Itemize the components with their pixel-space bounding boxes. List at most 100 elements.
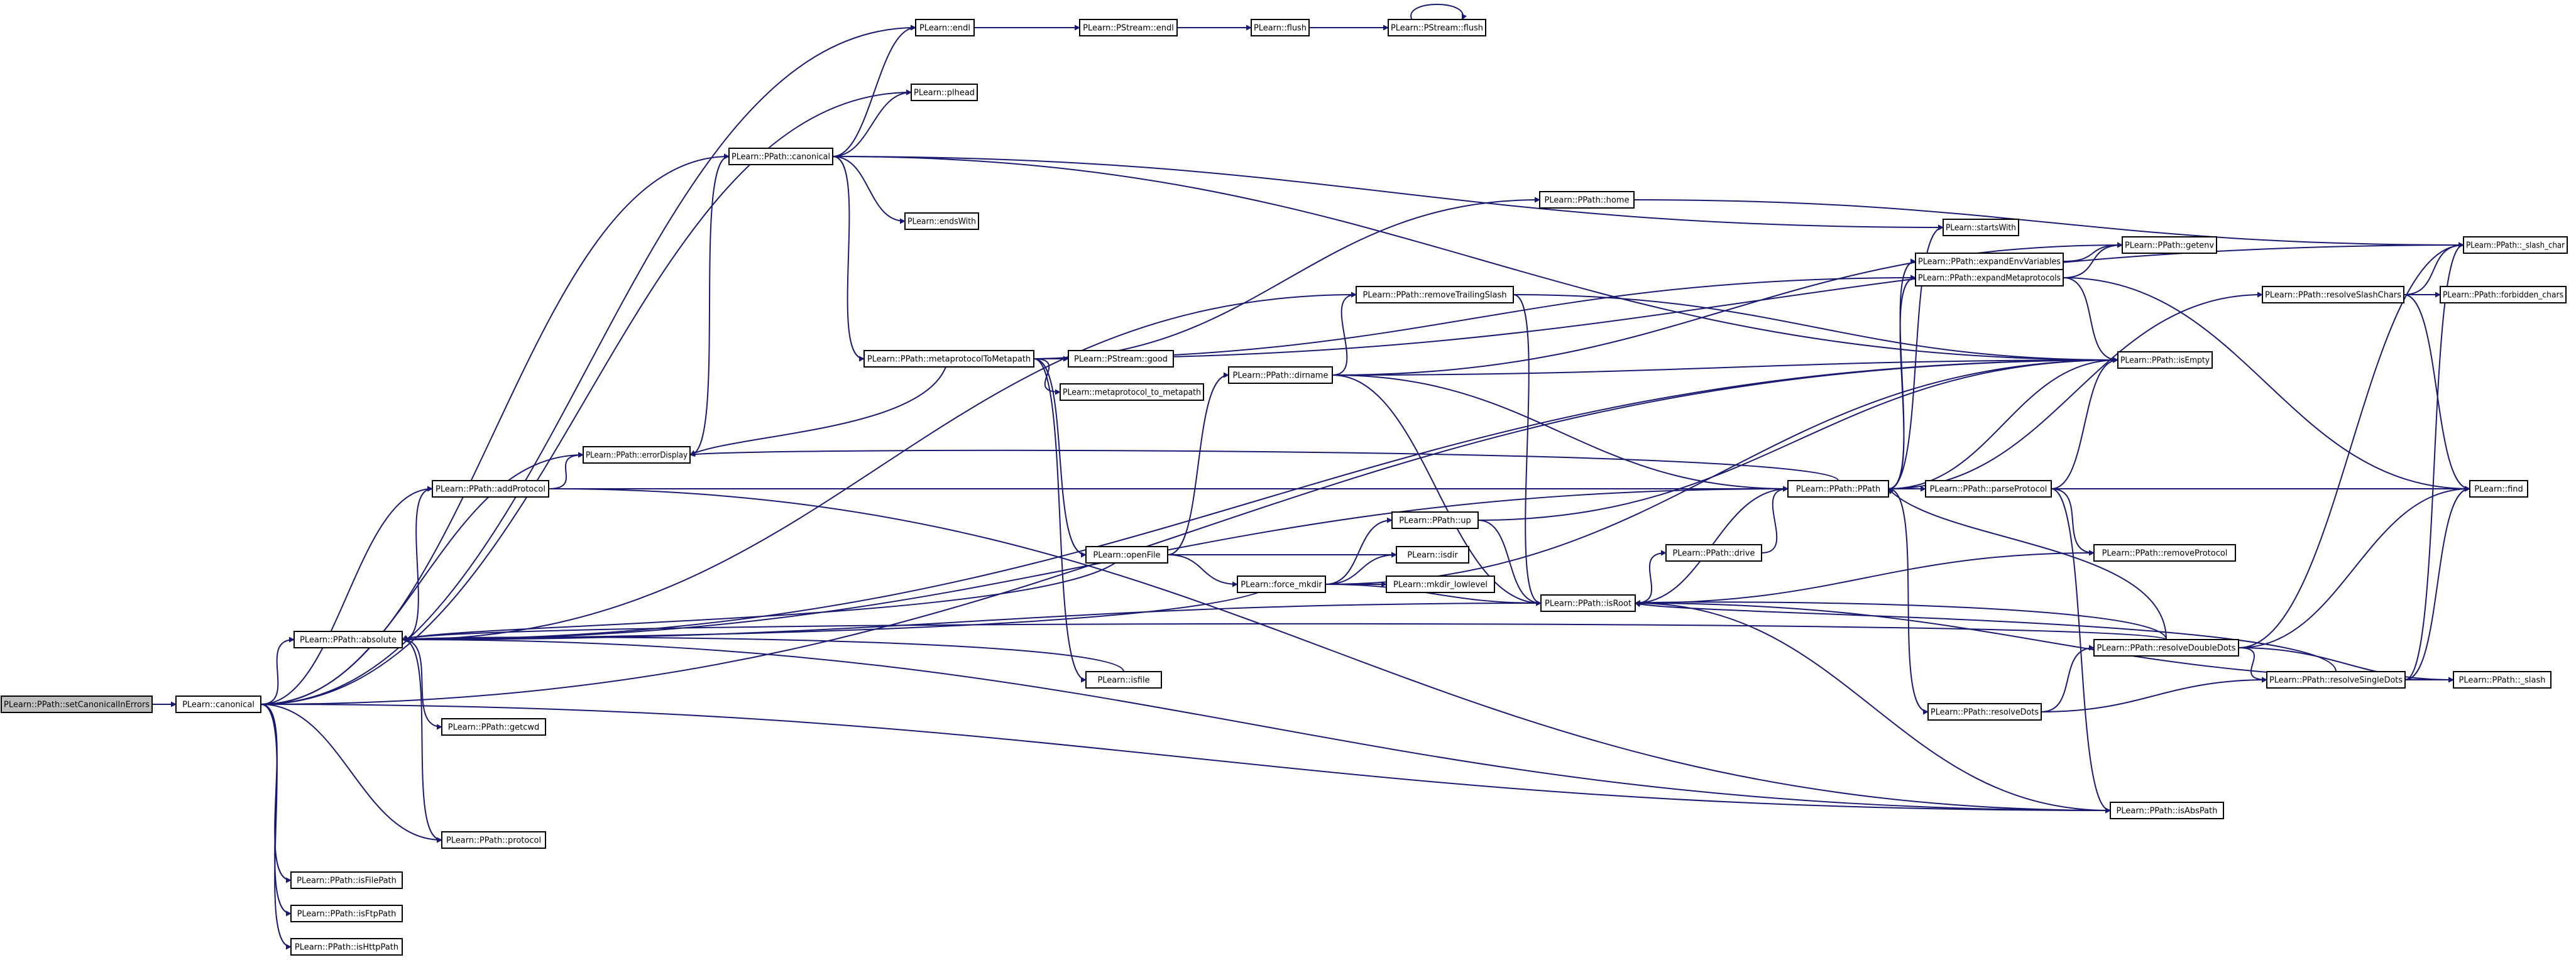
function-node-pstream-endl[interactable]: PLearn::PStream::endl — [1079, 19, 1178, 36]
function-node-endsWith[interactable]: PLearn::endsWith — [904, 212, 979, 230]
function-node-box — [728, 148, 833, 165]
function-node-box — [1079, 19, 1178, 36]
function-node-box — [1068, 350, 1174, 368]
call-edge-canonical-to-protocol — [260, 704, 442, 843]
function-node-removeTrailingSlash[interactable]: PLearn::PPath::removeTrailingSlash — [1356, 286, 1514, 303]
function-node-box — [2122, 236, 2217, 254]
function-node-box — [2440, 286, 2567, 303]
function-node-mkdir-lowlevel[interactable]: PLearn::mkdir_lowlevel — [1386, 575, 1495, 593]
function-node-protocol[interactable]: PLearn::PPath::protocol — [441, 831, 546, 849]
call-edge-expandMetaprotocols-to-isEmpty — [2063, 277, 2118, 363]
function-node-label: PLearn::PPath::isEmpty — [2120, 356, 2210, 366]
function-node-box — [1388, 19, 1486, 36]
function-node-expandEnvVariables[interactable]: PLearn::PPath::expandEnvVariables — [1915, 253, 2064, 270]
function-node-openFile[interactable]: PLearn::openFile — [1085, 546, 1168, 564]
function-node-box — [863, 350, 1034, 368]
call-edge-ppath_canonical-to-plhead — [832, 89, 912, 157]
call-edge-resolveDots-to-resolveSingleDots — [2041, 677, 2267, 712]
function-node-label: PLearn::openFile — [1093, 551, 1160, 560]
function-node-setCanonicalInErrors[interactable]: PLearn::PPath::setCanonicalInErrors — [1, 695, 153, 713]
call-edge-force_mkdir-to-isEmpty — [1325, 357, 2118, 585]
function-node-resolveSlashChars[interactable]: PLearn::PPath::resolveSlashChars — [2262, 286, 2404, 303]
function-node-label: PLearn::PPath::isFtpPath — [297, 910, 397, 919]
function-node-home[interactable]: PLearn::PPath::home — [1539, 191, 1635, 209]
function-node-label: PLearn::startsWith — [1946, 224, 2016, 233]
function-node-isEmpty[interactable]: PLearn::PPath::isEmpty — [2117, 351, 2213, 369]
call-edge-isRoot-to-removeProtocol — [1635, 550, 2095, 604]
call-edge-metaprotocolToMetapath-to-isfile — [1033, 358, 1087, 683]
function-node-isAbsPath[interactable]: PLearn::PPath::isAbsPath — [2110, 802, 2224, 819]
call-edge-removeTrailingSlash-to-isRoot — [1513, 294, 1542, 606]
function-node-endl[interactable]: PLearn::endl — [915, 19, 975, 36]
function-node-label: PLearn::PPath::metaprotocolToMetapath — [867, 355, 1031, 364]
function-node-metaprotocolToMetapath[interactable]: PLearn::PPath::metaprotocolToMetapath — [863, 350, 1034, 368]
function-node-pstream-good[interactable]: PLearn::PStream::good — [1068, 350, 1174, 368]
function-node-box — [1925, 480, 2052, 498]
function-node-isFtpPath[interactable]: PLearn::PPath::isFtpPath — [290, 905, 403, 922]
function-node-isFilePath[interactable]: PLearn::PPath::isFilePath — [290, 871, 403, 889]
call-edge-expandMetaprotocols-to-getenv — [2063, 242, 2123, 278]
function-node-box — [1060, 383, 1204, 401]
function-node-getcwd[interactable]: PLearn::PPath::getcwd — [441, 718, 546, 736]
function-node-addProtocol[interactable]: PLearn::PPath::addProtocol — [432, 480, 549, 498]
function-node-dirname[interactable]: PLearn::PPath::dirname — [1228, 366, 1333, 384]
call-edge-absolute-to-isAbsPath — [402, 639, 2111, 814]
call-edge-expandEnvVariables-to-getenv — [2063, 242, 2123, 262]
function-node-box — [290, 938, 403, 956]
function-node-drive[interactable]: PLearn::PPath::drive — [1665, 544, 1762, 562]
function-node-canonical[interactable]: PLearn::canonical — [175, 695, 261, 713]
function-node-force-mkdir[interactable]: PLearn::force_mkdir — [1237, 575, 1326, 593]
function-node-box — [432, 480, 549, 498]
call-edge-absolute-to-ppath_ctor — [402, 486, 1789, 640]
function-node-isRoot[interactable]: PLearn::PPath::isRoot — [1540, 594, 1636, 612]
function-node-parseProtocol[interactable]: PLearn::PPath::parseProtocol — [1925, 480, 2052, 498]
function-node-up[interactable]: PLearn::PPath::up — [1391, 511, 1479, 529]
call-edge-metaprotocolToMetapath-to-expandMetaprotocols — [1033, 275, 1916, 359]
function-node-ppath-ctor[interactable]: PLearn::PPath::PPath — [1787, 480, 1889, 498]
call-edge-ppath_canonical-to-endsWith — [832, 156, 906, 224]
function-node-resolveSingleDots[interactable]: PLearn::PPath::resolveSingleDots — [2266, 671, 2406, 689]
call-edge-pstream_flush-to-pstream_flush — [1410, 4, 1467, 20]
function-node-removeProtocol[interactable]: PLearn::PPath::removeProtocol — [2093, 544, 2236, 562]
call-edge-openFile-to-absolute — [402, 546, 1127, 641]
call-edge-ppath_ctor-to-isEmpty — [1888, 357, 2118, 489]
function-node-slash[interactable]: PLearn::PPath::_slash — [2453, 671, 2551, 689]
function-node-expandMetaprotocols[interactable]: PLearn::PPath::expandMetaprotocols — [1915, 269, 2064, 286]
function-node-box — [1251, 19, 1310, 36]
function-node-slash-char[interactable]: PLearn::PPath::_slash_char — [2463, 236, 2568, 254]
call-edge-removeTrailingSlash-to-isEmpty — [1513, 294, 2118, 363]
function-node-label: PLearn::PPath::up — [1399, 516, 1471, 526]
call-edge-canonical-to-errorDisplay — [260, 452, 584, 705]
function-node-isHttpPath[interactable]: PLearn::PPath::isHttpPath — [290, 938, 403, 956]
call-edge-absolute-to-addProtocol — [402, 486, 433, 640]
function-node-startsWith[interactable]: PLearn::startsWith — [1943, 219, 2019, 236]
function-node-box — [2110, 802, 2224, 819]
function-node-metaprotocol-to-metapath[interactable]: PLearn::metaprotocol_to_metapath — [1060, 383, 1204, 401]
function-node-label: PLearn::PPath::_slash_char — [2466, 241, 2565, 251]
function-node-plhead[interactable]: PLearn::plhead — [911, 84, 978, 101]
function-node-ppath-canonical[interactable]: PLearn::PPath::canonical — [728, 148, 833, 165]
call-edge-absolute-to-protocol — [402, 639, 442, 843]
function-node-isdir[interactable]: PLearn::isdir — [1396, 546, 1469, 564]
function-node-flush[interactable]: PLearn::flush — [1251, 19, 1310, 36]
function-node-isfile[interactable]: PLearn::isfile — [1085, 671, 1162, 689]
function-node-box — [441, 718, 546, 736]
call-edge-ppath_ctor-to-errorDisplay — [689, 449, 1839, 481]
function-node-resolveDoubleDots[interactable]: PLearn::PPath::resolveDoubleDots — [2093, 639, 2239, 657]
call-edge-ppath_canonical-to-endl — [832, 25, 916, 157]
function-node-box — [2093, 639, 2239, 657]
call-edge-parseProtocol-to-isAbsPath — [2051, 488, 2111, 814]
function-node-box — [290, 905, 403, 922]
function-node-label: PLearn::PPath::isHttpPath — [295, 943, 398, 952]
function-node-forbidden-chars[interactable]: PLearn::PPath::forbidden_chars — [2440, 286, 2567, 303]
function-node-resolveDots[interactable]: PLearn::PPath::resolveDots — [1927, 703, 2042, 721]
call-edge-canonical-to-isHttpPath — [260, 704, 292, 950]
function-node-errorDisplay[interactable]: PLearn::PPath::errorDisplay — [583, 446, 691, 464]
function-node-getenv[interactable]: PLearn::PPath::getenv — [2122, 236, 2217, 254]
function-node-pstream-flush[interactable]: PLearn::PStream::flush — [1388, 19, 1486, 36]
function-node-label: PLearn::mkdir_lowlevel — [1393, 581, 1488, 590]
call-edge-addProtocol-to-errorDisplay — [548, 452, 584, 489]
function-node-absolute[interactable]: PLearn::PPath::absolute — [293, 631, 403, 648]
function-node-find[interactable]: PLearn::find — [2469, 480, 2528, 498]
